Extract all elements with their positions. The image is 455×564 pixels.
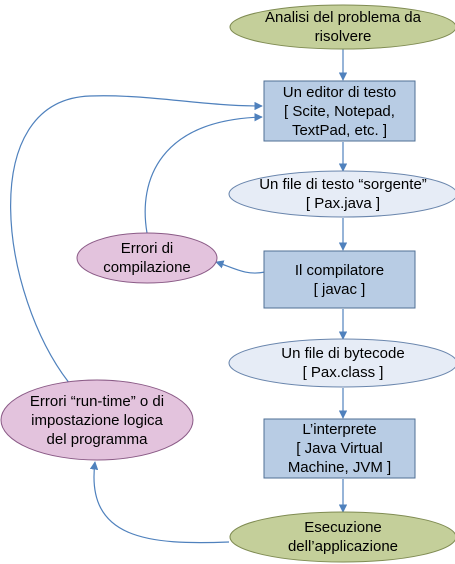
- errori-compilazione-label: Errori di compilazione: [103, 240, 191, 276]
- editor-box: [263, 80, 416, 142]
- esecuzione-label: Esecuzione dell’applicazione: [287, 519, 399, 555]
- arrow-esecuzione-to-errori-runtime: [89, 461, 230, 544]
- file-sorgente-ellipse: [228, 170, 455, 218]
- editor-label: Un editor di testo [ Scite, Notepad, Tex…: [282, 83, 397, 139]
- analisi-ellipse: [229, 4, 455, 50]
- arrow-errori-runtime-to-editor: [10, 95, 263, 385]
- file-bytecode-ellipse: [228, 338, 455, 388]
- compilatore-box: [263, 250, 416, 309]
- analisi-label: Analisi del problema da risolvere: [265, 9, 421, 45]
- interprete-box: [263, 418, 416, 479]
- interprete-label: L’interprete [ Java Virtual Machine, JVM…: [287, 421, 392, 476]
- compilatore-label: Il compilatore [ javac ]: [294, 261, 385, 298]
- errori-runtime-label: Errori “run-time” o di impostazione logi…: [29, 392, 165, 448]
- file-bytecode-label: Un file di bytecode [ Pax.class ]: [281, 345, 405, 381]
- arrow-compilatore-to-errori: [215, 260, 266, 274]
- errori-compilazione-ellipse: [76, 232, 218, 284]
- esecuzione-ellipse: [229, 511, 455, 563]
- errori-runtime-ellipse: [0, 379, 194, 461]
- arrow-errori-compilazione-to-editor: [144, 113, 263, 234]
- connectors: [10, 48, 348, 544]
- file-sorgente-label: Un file di testo “sorgente” [ Pax.java ]: [259, 176, 427, 212]
